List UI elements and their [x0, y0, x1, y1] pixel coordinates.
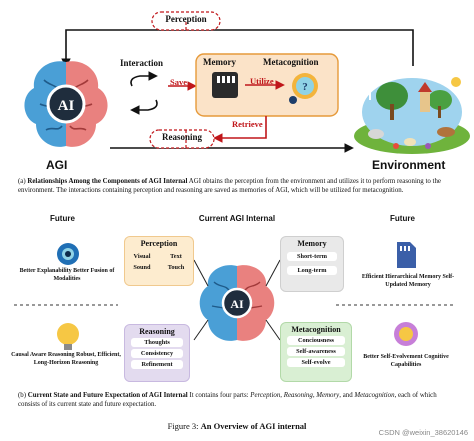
figure-caption: Figure 3: An Overview of AGI internal [0, 421, 474, 431]
caption-b-memory: Memory [316, 392, 340, 399]
future-perception-text: Better Explanability Better Fusion of Mo… [19, 268, 115, 282]
figure-number: Figure 3: [167, 421, 199, 431]
caption-b: (b) Current State and Future Expectation… [18, 392, 458, 409]
memory-item: Short-term [287, 252, 337, 261]
future-right-heading: Future [390, 214, 415, 223]
memory-item: Long-term [287, 266, 337, 275]
retrieve-arrow [213, 116, 267, 143]
future-left-heading: Future [50, 214, 75, 223]
agi-brain-icon [24, 61, 108, 147]
memory-card-icon [212, 72, 238, 98]
caption-b-metacognition: Metacognition [354, 392, 395, 399]
caption-a-text: AGI obtains the perception from the envi… [18, 178, 441, 194]
memory-box-title: Memory [297, 239, 327, 248]
metacognition-item: Self-awareness [287, 347, 345, 356]
caption-b-separator: , [312, 392, 317, 399]
perception-item: Touch [167, 264, 185, 271]
reasoning-item: Refinement [131, 360, 183, 369]
perception-item: Text [170, 253, 182, 260]
perception-box: Perception Visual Text Sound Touch [124, 236, 194, 286]
reasoning-label-box [149, 129, 215, 149]
metacognition-items: Conciousness Self-awareness Self-evolve [281, 336, 351, 367]
environment-label: Environment [372, 158, 446, 172]
agi-label: AGI [46, 158, 68, 172]
metacognition-item: Self-evolve [287, 358, 345, 367]
head-profile-icon [394, 322, 418, 346]
cycle-arrow-bottom-icon [130, 99, 158, 115]
eye-icon [57, 243, 79, 265]
perception-loop-arrow [61, 29, 414, 68]
future-metacognition-text: Better Self-Evolvement Cognitive Capabil… [363, 354, 449, 368]
memory-label: Memory [203, 57, 236, 67]
caption-b-reasoning: Reasoning [283, 392, 313, 399]
save-label: Save [170, 77, 187, 87]
caption-b-separator: , and [339, 392, 355, 399]
reasoning-items: Thoughts Consistency Refinement [125, 338, 189, 369]
future-reasoning-text: Causal Aware Reasoning Robust, Efficient… [11, 352, 121, 366]
future-memory-text: Efficient Hierarchical Memory Self-Updat… [361, 274, 455, 288]
perception-box-title: Perception [140, 239, 178, 248]
perception-label: Perception [165, 14, 207, 24]
caption-b-separator: , [280, 392, 284, 399]
figure-title: An Overview of AGI internal [200, 421, 307, 431]
metacognition-box: Metacognition Conciousness Self-awarenes… [280, 322, 352, 382]
perception-item: Visual [133, 253, 151, 260]
sd-card-icon [397, 242, 416, 268]
utilize-label: Utilize [250, 76, 274, 86]
retrieve-label: Retrieve [232, 119, 263, 129]
cycle-arrow-top-icon [130, 71, 158, 87]
agi-internal-ai-text: AI [230, 297, 244, 311]
metacognition-label: Metacognition [263, 57, 319, 67]
reasoning-item: Consistency [131, 349, 183, 358]
agi-brain-ai-text: AI [58, 98, 75, 114]
lightbulb-icon [57, 323, 79, 350]
metacognition-item: Conciousness [287, 336, 345, 345]
caption-a-prefix: (a) [18, 178, 28, 185]
caption-a-heading: Relationships Among the Components of AG… [27, 178, 188, 185]
perception-items: Visual Text Sound Touch [125, 253, 193, 271]
caption-b-text-1: It contains four parts: [187, 392, 251, 399]
interaction-label: Interaction [120, 58, 163, 68]
memory-items: Short-term Long-term [281, 252, 343, 275]
metacognition-box-title: Metacognition [291, 325, 341, 334]
caption-b-heading: Current State and Future Expectation of … [27, 392, 188, 399]
csdn-watermark: CSDN @weixin_38620146 [378, 428, 468, 437]
perception-label-box [151, 11, 221, 31]
perception-item: Sound [133, 264, 151, 271]
reasoning-label: Reasoning [161, 132, 202, 142]
reasoning-box: Reasoning Thoughts Consistency Refinemen… [124, 324, 190, 382]
caption-b-perception: Perception [250, 392, 281, 399]
agi-internal-brain-icon [193, 259, 281, 341]
memory-box: Memory Short-term Long-term [280, 236, 344, 292]
question-mark-icon: ? [289, 73, 318, 104]
caption-a: (a) Relationships Among the Components o… [18, 178, 458, 195]
caption-b-text-2: , each of which consists of its current … [18, 392, 437, 408]
environment-illustration [354, 67, 470, 154]
reasoning-item: Thoughts [131, 338, 183, 347]
svg-text:?: ? [302, 81, 308, 93]
current-agi-internal-heading: Current AGI Internal [198, 214, 276, 223]
agi-internal-diagram: AI [14, 242, 456, 350]
caption-b-prefix: (b) [18, 392, 28, 399]
reasoning-box-title: Reasoning [139, 327, 175, 336]
agi-relationship-diagram: ? AI [24, 11, 470, 154]
